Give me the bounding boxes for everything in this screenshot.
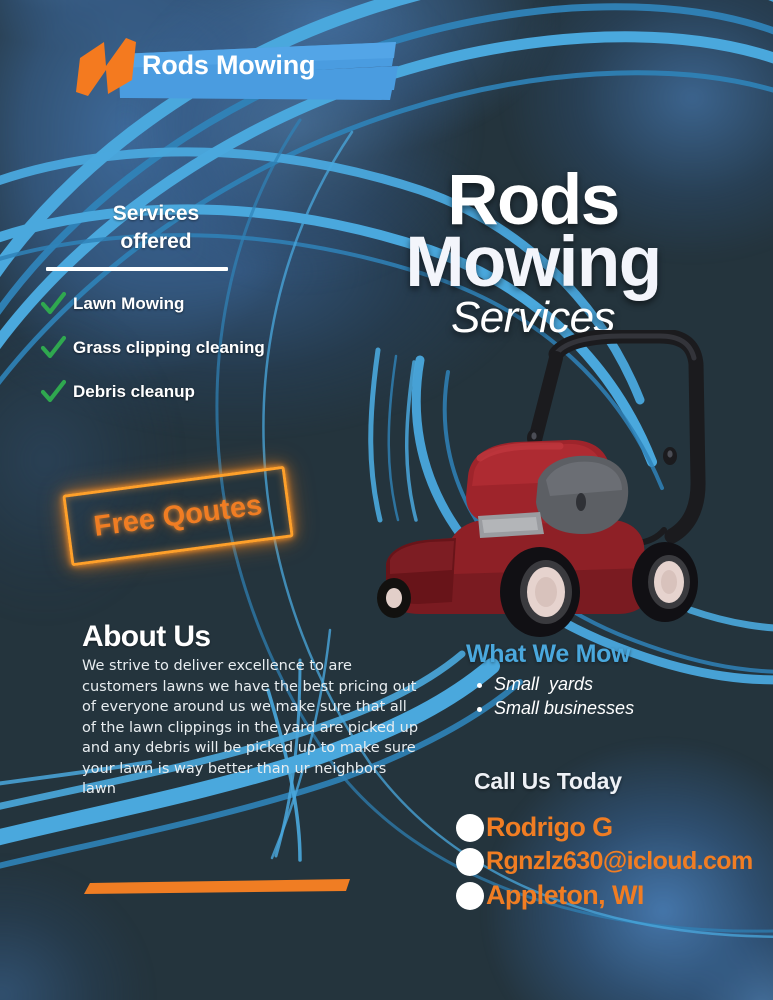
- list-item: Small businesses: [494, 697, 766, 721]
- contact-name: Rodrigo G: [486, 812, 613, 842]
- red-lawn-mower-illustration: [377, 330, 706, 637]
- services-list: Lawn Mowing Grass clipping cleaning Debr…: [40, 291, 340, 405]
- list-item: Debris cleanup: [40, 379, 340, 405]
- contact-location: Appleton, WI: [486, 880, 644, 910]
- hero-title-line1: Rods: [447, 161, 620, 240]
- orange-n-zigzag-icon: [76, 38, 136, 96]
- about-heading: About Us: [82, 620, 211, 653]
- about-body-text: We strive to deliver excellence to are c…: [82, 658, 419, 798]
- green-check-icon: [40, 292, 66, 315]
- contact-list: Rodrigo G Rgnzlz630@icloud.com Appleton,…: [456, 812, 766, 915]
- list-item: Small yards: [494, 673, 766, 697]
- green-check-icon: [40, 380, 66, 403]
- about-section: About Us We strive to deliver excellence…: [82, 620, 422, 800]
- hero-title-line2: Mowing: [405, 223, 662, 303]
- list-item: Lawn Mowing: [40, 291, 340, 317]
- service-label: Debris cleanup: [73, 382, 195, 402]
- list-item: Grass clipping cleaning: [40, 335, 340, 361]
- hero-title: Rods Mowing Services: [323, 161, 743, 341]
- what-we-mow-list: Small yards Small businesses: [466, 673, 766, 721]
- green-check-icon: [40, 336, 66, 359]
- what-we-mow-heading: What We Mow: [466, 640, 631, 668]
- services-heading: Services offered: [56, 200, 256, 255]
- services-heading-line2: offered: [120, 229, 192, 253]
- contact-email-row[interactable]: Rgnzlz630@icloud.com: [456, 847, 766, 876]
- contact-location-row: Appleton, WI: [456, 880, 766, 911]
- what-we-mow-section: What We Mow Small yards Small businesses: [466, 640, 766, 721]
- contact-name-row: Rodrigo G: [456, 812, 766, 843]
- services-divider: [46, 267, 228, 272]
- call-us-heading: Call Us Today: [474, 768, 622, 794]
- bullet-dot-icon: [456, 847, 484, 876]
- orange-accent-bar: [84, 879, 350, 894]
- services-section: Services offered Lawn Mowing Grass clipp…: [40, 200, 340, 423]
- service-label: Lawn Mowing: [73, 294, 185, 314]
- contact-email[interactable]: Rgnzlz630@icloud.com: [486, 847, 753, 875]
- bullet-dot-icon: [456, 813, 484, 842]
- logo-banner-shape: [118, 42, 398, 100]
- bullet-dot-icon: [456, 881, 484, 910]
- services-heading-line1: Services: [112, 202, 200, 225]
- service-label: Grass clipping cleaning: [73, 338, 265, 358]
- brand-logo[interactable]: Rods Mowing: [72, 36, 402, 108]
- logo-text: Rods Mowing: [142, 50, 316, 80]
